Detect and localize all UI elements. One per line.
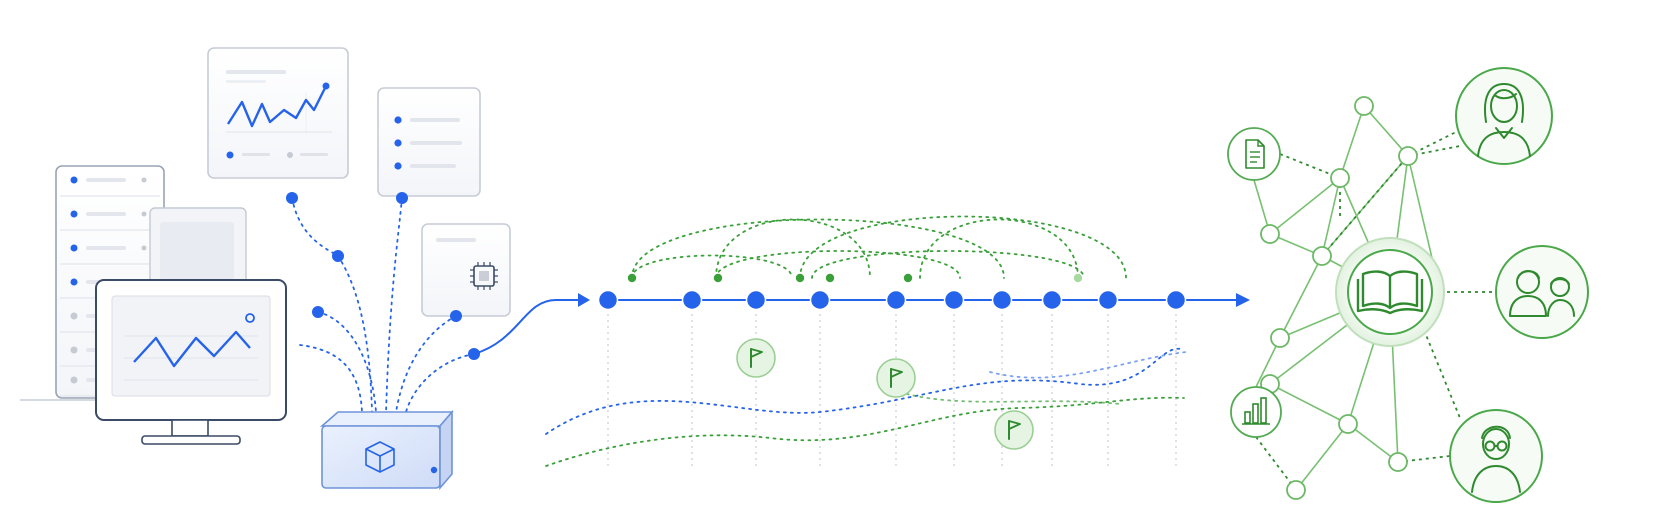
event-dot: [795, 273, 805, 283]
people-icon: [1495, 245, 1589, 339]
ingest-arrow: [473, 299, 582, 355]
monitor-chart-icon: [95, 279, 287, 445]
network-node: [1338, 414, 1358, 434]
rack-led: [70, 376, 78, 384]
event-dot: [825, 273, 835, 283]
event-dot: [903, 273, 913, 283]
rack-led: [70, 278, 78, 286]
relation-arc: [811, 250, 1085, 279]
list-card-icon: [377, 87, 481, 197]
timeline-node: [681, 289, 703, 311]
rack-led: [70, 176, 78, 184]
relation-arc: [631, 254, 793, 279]
timeline-node: [885, 289, 907, 311]
rack-led: [70, 312, 78, 320]
timeline-node: [597, 289, 619, 311]
relation-arc: [631, 218, 1005, 279]
cube-icon: [319, 409, 454, 491]
timeline-node: [1097, 289, 1119, 311]
person-glasses-icon: [1449, 409, 1543, 503]
timeline-node: [1165, 289, 1187, 311]
network-node: [1330, 168, 1350, 188]
source-feed-nodes: [286, 192, 480, 360]
stream-waves: [545, 347, 1187, 467]
relation-arc: [715, 218, 871, 279]
rack-led: [70, 244, 78, 252]
relation-arc: [919, 218, 1079, 279]
timeline-node: [943, 289, 965, 311]
timeline-node: [745, 289, 767, 311]
event-dot: [627, 273, 637, 283]
network-node: [1388, 452, 1408, 472]
open-book-icon: [1335, 237, 1445, 347]
timeline-arrow: [1236, 293, 1250, 307]
network-node: [1398, 146, 1418, 166]
flag-icon: [736, 338, 776, 378]
line-chart-card-icon: [207, 47, 349, 179]
relation-arc: [799, 215, 1127, 279]
cpu-chip-icon: [421, 223, 511, 317]
network-node: [1312, 246, 1332, 266]
timeline: [597, 215, 1250, 470]
bar-chart-icon: [1230, 386, 1282, 438]
timeline-node: [1041, 289, 1063, 311]
network-node: [1286, 480, 1306, 500]
relation-arc: [715, 250, 961, 279]
flag-icon: [994, 410, 1034, 450]
document-icon: [1227, 127, 1281, 181]
timeline-node: [809, 289, 831, 311]
knowledge-network: [1227, 67, 1589, 503]
event-dot: [1073, 273, 1083, 283]
rack-led: [70, 346, 78, 354]
flag-icon: [876, 358, 916, 398]
timeline-node: [991, 289, 1013, 311]
rack-led: [70, 210, 78, 218]
network-node: [1260, 224, 1280, 244]
person-icon: [1455, 67, 1553, 165]
data-sources: [20, 47, 511, 445]
network-node: [1354, 96, 1374, 116]
source-feed-lines: [291, 197, 475, 413]
event-dot: [713, 273, 723, 283]
network-node: [1270, 328, 1290, 348]
